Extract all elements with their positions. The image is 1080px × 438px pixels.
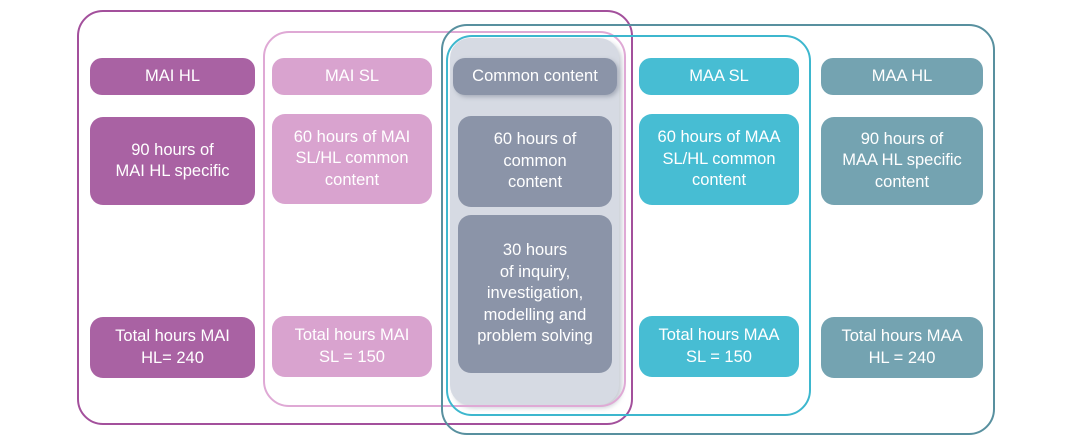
mai-hl-group-outline xyxy=(77,10,633,425)
maa-hl-content-box: 90 hours of MAA HL specific content xyxy=(821,117,983,205)
mai-hl-header: MAI HL xyxy=(90,58,255,95)
mai-sl-content-box: 60 hours of MAI SL/HL common content xyxy=(272,114,432,204)
maa-sl-total-box: Total hours MAA SL = 150 xyxy=(639,316,799,377)
mai-sl-total-box: Total hours MAI SL = 150 xyxy=(272,316,432,377)
maa-hl-total-box: Total hours MAA HL = 240 xyxy=(821,317,983,378)
common-hours-box: 60 hours of common content xyxy=(458,116,612,207)
mai-hl-content-box: 90 hours of MAI HL specific xyxy=(90,117,255,205)
common-content-header: Common content xyxy=(453,58,617,95)
maa-hl-group-outline xyxy=(441,24,995,435)
maa-sl-header: MAA SL xyxy=(639,58,799,95)
mai-sl-group-outline xyxy=(263,31,626,407)
inquiry-hours-box: 30 hours of inquiry, investigation, mode… xyxy=(458,215,612,373)
maa-hl-header: MAA HL xyxy=(821,58,983,95)
mai-hl-total-box: Total hours MAI HL= 240 xyxy=(90,317,255,378)
mai-sl-header: MAI SL xyxy=(272,58,432,95)
maa-sl-group-outline xyxy=(446,35,811,416)
maa-sl-content-box: 60 hours of MAA SL/HL common content xyxy=(639,114,799,205)
